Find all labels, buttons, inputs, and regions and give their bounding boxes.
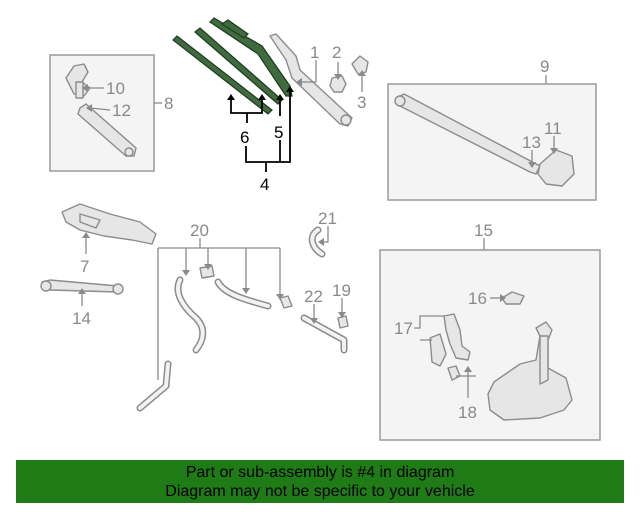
callout-12[interactable]: 12: [112, 101, 131, 120]
callout-15[interactable]: 15: [474, 221, 493, 240]
banner-line-part: Part or sub-assembly is #4 in diagram: [185, 463, 455, 481]
callout-20[interactable]: 20: [190, 221, 209, 240]
part-3-cap: [351, 55, 369, 75]
part-11-motor-bracket: [537, 149, 575, 187]
banner-line-disclaimer: Diagram may not be specific to your vehi…: [165, 482, 475, 500]
callout-13[interactable]: 13: [522, 133, 541, 152]
callout-19[interactable]: 19: [332, 281, 351, 300]
callout-16[interactable]: 16: [468, 289, 487, 308]
wiper-blade-right: [209, 17, 293, 97]
callout-21[interactable]: 21: [318, 209, 337, 228]
leader-lines: [81, 60, 555, 398]
wiper-blade-left: [172, 35, 273, 115]
part-22-nozzle-pipe: [300, 314, 348, 354]
callout-14[interactable]: 14: [72, 309, 91, 328]
part-19-clip: [337, 315, 349, 329]
callout-18[interactable]: 18: [458, 403, 477, 422]
callout-9[interactable]: 9: [540, 57, 549, 76]
callout-5[interactable]: 5: [274, 123, 283, 142]
callout-labels: 1 2 3 4 5 6 7 8 9 10 11 12 13 14 15 16 1…: [72, 43, 562, 422]
callout-8[interactable]: 8: [164, 94, 173, 113]
callout-2[interactable]: 2: [332, 43, 341, 62]
callout-22[interactable]: 22: [304, 287, 323, 306]
part-9-linkage-bar: [394, 93, 541, 175]
callout-11[interactable]: 11: [544, 119, 562, 138]
callout-10[interactable]: 10: [106, 79, 125, 98]
part-12-link-rod: [77, 103, 137, 157]
part-20-hoses: [136, 265, 293, 412]
callout-7[interactable]: 7: [80, 257, 89, 276]
washer-tank: [487, 321, 573, 421]
box-15-frame: [379, 249, 601, 441]
part-14-rod: [40, 279, 124, 295]
callout-6[interactable]: 6: [240, 128, 249, 147]
part-7-motor-frame: [61, 203, 157, 245]
exploded-parts-diagram: 1 2 3 4 5 6 7 8 9 10 11 12 13 14 15 16 1…: [40, 17, 601, 441]
arrowheads: [78, 70, 558, 372]
callout-4[interactable]: 4: [260, 175, 269, 194]
callout-3[interactable]: 3: [357, 93, 366, 112]
callout-17[interactable]: 17: [394, 319, 413, 338]
part-21-hose-clip: [308, 226, 326, 258]
part-2-nut: [329, 75, 347, 93]
box-8-frame: [49, 54, 155, 172]
callout-1[interactable]: 1: [310, 43, 319, 62]
info-banner: Part or sub-assembly is #4 in diagram Di…: [16, 460, 624, 503]
part-1-wiper-arm: [269, 33, 353, 127]
part-16-grommet: [501, 291, 525, 305]
wiper-blade-assembly: [172, 17, 293, 115]
